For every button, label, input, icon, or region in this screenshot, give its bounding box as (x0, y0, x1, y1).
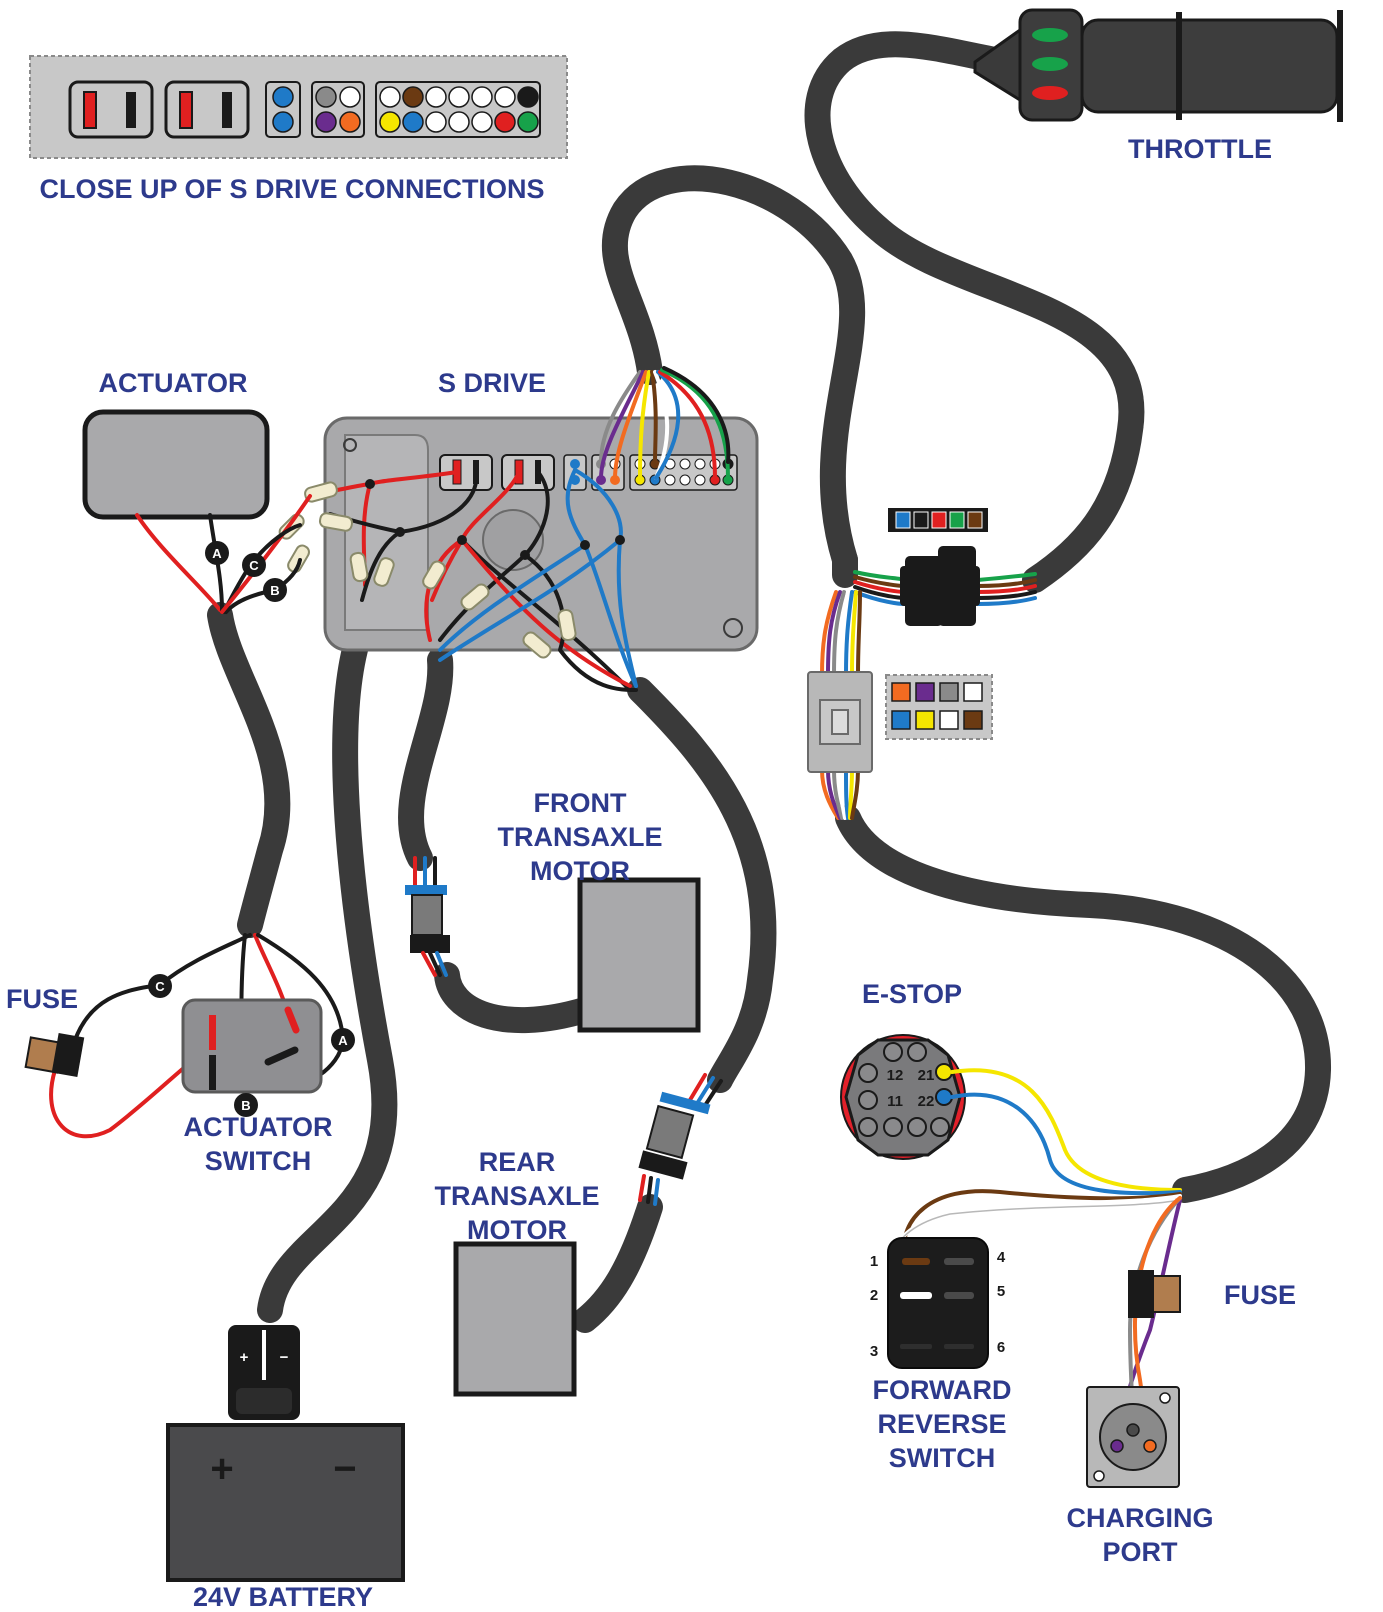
svg-text:C: C (249, 558, 259, 573)
closeup-pin-row-top (379, 86, 539, 108)
throttle (973, 8, 1343, 122)
svg-text:B: B (270, 583, 279, 598)
switch-pin-4: 4 (997, 1249, 1006, 1266)
actuator-label: ACTUATOR (99, 368, 248, 398)
estop-pin-12: 12 (887, 1067, 904, 1084)
fuse-right (1128, 1270, 1181, 1318)
throttle-label: THROTTLE (1128, 134, 1272, 164)
rear-motor-label-3: MOTOR (467, 1215, 567, 1245)
estop (840, 1034, 966, 1160)
wire-splices (278, 481, 577, 659)
front-motor-label-3: MOTOR (530, 856, 630, 886)
rear-transaxle-motor (453, 1241, 577, 1397)
svg-text:A: A (212, 546, 222, 561)
estop-label: E-STOP (862, 979, 962, 1009)
fr-switch-label-2: REVERSE (877, 1409, 1006, 1439)
plug-minus-terminal: − (280, 1349, 289, 1366)
estop-pin-11: 11 (887, 1093, 903, 1110)
wire-tag-a-top: A (205, 541, 229, 565)
front-motor-label-1: FRONT (534, 788, 627, 818)
estop-pin-21: 21 (918, 1067, 935, 1084)
charging-port (1086, 1386, 1180, 1488)
switch-pin-5: 5 (997, 1283, 1005, 1300)
svg-text:C: C (155, 979, 165, 994)
wire-tag-c-bottom: C (148, 974, 172, 998)
rear-motor-label-2: TRANSAXLE (434, 1181, 599, 1211)
actuator-switch-label-1: ACTUATOR (184, 1112, 333, 1142)
svg-text:B: B (241, 1098, 250, 1113)
plug-plus-terminal: + (240, 1349, 249, 1366)
actuator (82, 409, 270, 520)
switch-pin-2: 2 (870, 1287, 878, 1304)
forward-reverse-switch (887, 1237, 989, 1369)
front-motor-label-2: TRANSAXLE (497, 822, 662, 852)
battery-minus-terminal: − (333, 1447, 356, 1491)
harness-wires-mid (820, 590, 862, 820)
fuse-right-label: FUSE (1224, 1280, 1296, 1310)
battery-plug: + − (228, 1325, 300, 1420)
switch-pin-1: 1 (870, 1253, 878, 1270)
cable-harness (207, 31, 1332, 1333)
harness-connector (807, 671, 993, 773)
s-drive-label: S DRIVE (438, 368, 546, 398)
battery (166, 1423, 405, 1582)
wire-tag-b-bottom: B (234, 1093, 258, 1117)
rear-motor-plug (638, 1073, 723, 1206)
actuator-switch (181, 998, 323, 1094)
closeup-pin-row-bottom (379, 111, 539, 133)
fuse-left-label: FUSE (6, 984, 78, 1014)
charging-port-label-2: PORT (1102, 1537, 1178, 1567)
rear-motor-label-1: REAR (479, 1147, 556, 1177)
svg-text:A: A (338, 1033, 348, 1048)
closeup-panel (29, 55, 568, 159)
wire-tag-c-top: C (242, 553, 266, 577)
fr-switch-label-1: FORWARD (873, 1375, 1012, 1405)
s-drive-junctions (365, 479, 625, 560)
front-transaxle-motor (577, 877, 701, 1033)
wire-tag-a-bottom: A (331, 1028, 355, 1052)
fr-switch-label-3: SWITCH (889, 1443, 995, 1473)
battery-plus-terminal: + (210, 1447, 233, 1491)
switch-pin-6: 6 (997, 1339, 1005, 1356)
fuse-left (24, 1033, 85, 1077)
actuator-switch-label-2: SWITCH (205, 1146, 311, 1176)
estop-pin-22: 22 (918, 1093, 935, 1110)
front-motor-plug (405, 856, 450, 977)
switch-pin-3: 3 (870, 1343, 878, 1360)
battery-label: 24V BATTERY (193, 1582, 373, 1612)
charging-port-label-1: CHARGING (1067, 1503, 1214, 1533)
throttle-connector (888, 508, 988, 626)
wire-tag-b-top: B (263, 578, 287, 602)
closeup-label: CLOSE UP OF S DRIVE CONNECTIONS (39, 174, 544, 204)
s-drive-signal-wires (599, 366, 731, 480)
